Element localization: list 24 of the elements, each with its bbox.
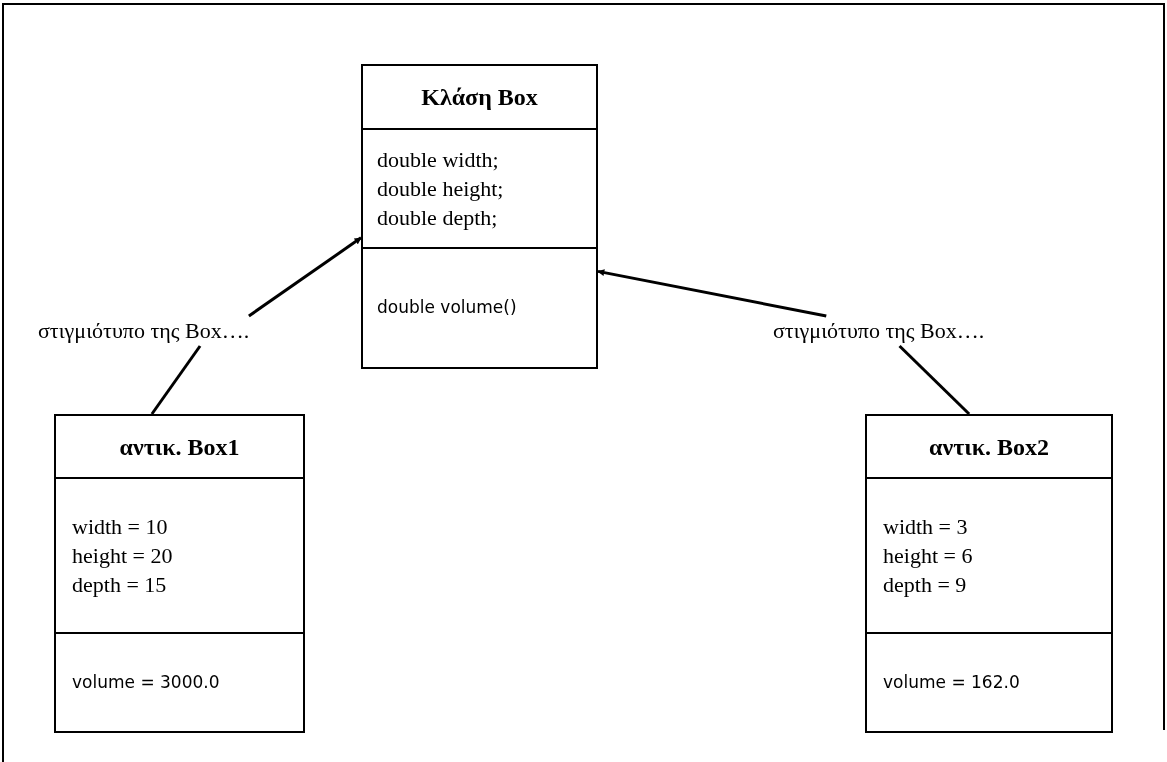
- attribute-text: double depth;: [377, 204, 499, 232]
- method-text: volume = 162.0: [883, 670, 1020, 694]
- attribute-text: depth = 9: [883, 571, 968, 599]
- class-title: Κλάση Box: [421, 83, 538, 112]
- attribute-text: width = 10: [72, 513, 169, 541]
- instance-label: στιγμιότυπο της Box….: [38, 316, 260, 346]
- class-box: [865, 414, 1113, 733]
- class-title: αντικ. Box2: [929, 432, 1049, 462]
- method-text: double volume(): [377, 296, 517, 320]
- attribute-text: depth = 15: [72, 571, 168, 599]
- class-box: [54, 414, 305, 733]
- attribute-text: double height;: [377, 175, 505, 203]
- attribute-text: height = 6: [883, 542, 974, 570]
- connector-line: [898, 344, 971, 416]
- method-text: volume = 3000.0: [72, 670, 220, 694]
- attribute-text: height = 20: [72, 542, 174, 570]
- connector-line: [150, 345, 202, 415]
- class-box: [361, 64, 598, 369]
- arrow: [597, 269, 827, 318]
- instance-label: στιγμιότυπο της Box….: [773, 316, 995, 346]
- attribute-text: double width;: [377, 146, 500, 174]
- arrow: [248, 236, 362, 318]
- class-title: αντικ. Box1: [119, 432, 240, 462]
- attribute-text: width = 3: [883, 513, 969, 541]
